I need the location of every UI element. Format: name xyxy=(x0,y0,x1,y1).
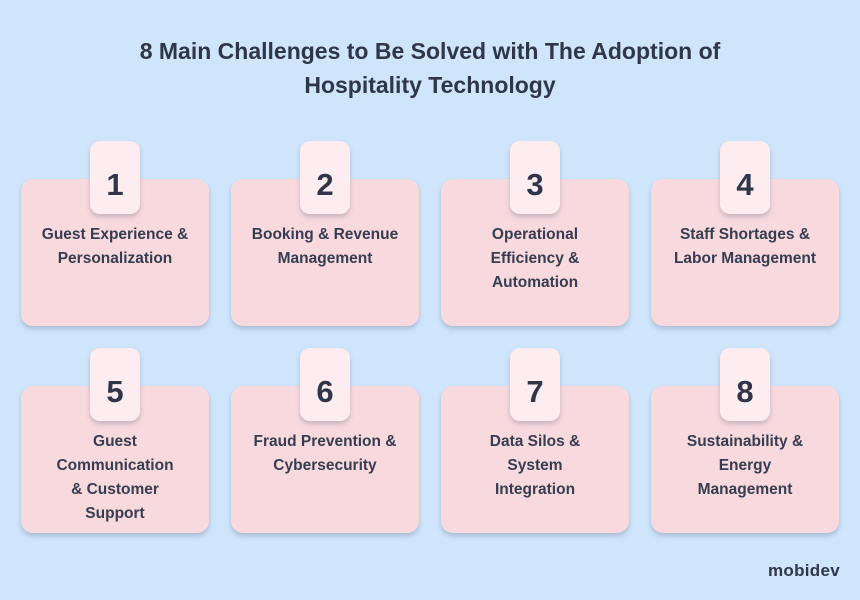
challenge-card: 7 Data Silos & System Integration xyxy=(441,348,629,533)
challenge-card: 2 Booking & Revenue Management xyxy=(231,141,419,326)
number-badge: 6 xyxy=(300,348,350,421)
title-line-1: 8 Main Challenges to Be Solved with The … xyxy=(139,38,721,64)
challenge-label: Guest Experience & Personalization xyxy=(41,226,189,267)
challenge-card: 5 Guest Communication & Customer Support xyxy=(21,348,209,533)
challenge-label: Booking & Revenue Management xyxy=(251,226,399,267)
number-badge: 5 xyxy=(90,348,140,421)
challenge-label: Sustainability & Energy Management xyxy=(686,433,804,498)
number-badge: 8 xyxy=(720,348,770,421)
number-badge: 3 xyxy=(510,141,560,214)
title-line-2: Hospitality Technology xyxy=(304,72,556,98)
challenge-card: 8 Sustainability & Energy Management xyxy=(651,348,839,533)
challenge-label: Staff Shortages & Labor Management xyxy=(673,226,817,267)
mobidev-logo: mobidev xyxy=(767,561,840,580)
number-badge: 1 xyxy=(90,141,140,214)
challenge-card: 3 Operational Efficiency & Automation xyxy=(441,141,629,326)
challenge-card: 1 Guest Experience & Personalization xyxy=(21,141,209,326)
challenge-label: Data Silos & System Integration xyxy=(489,433,581,498)
challenge-label: Operational Efficiency & Automation xyxy=(490,226,580,291)
page-title: 8 Main Challenges to Be Solved with The … xyxy=(0,34,860,102)
number-badge: 7 xyxy=(510,348,560,421)
challenge-card: 6 Fraud Prevention & Cybersecurity xyxy=(231,348,419,533)
challenge-label: Fraud Prevention & Cybersecurity xyxy=(253,433,397,474)
number-badge: 2 xyxy=(300,141,350,214)
challenge-card: 4 Staff Shortages & Labor Management xyxy=(651,141,839,326)
number-badge: 4 xyxy=(720,141,770,214)
challenge-label: Guest Communication & Customer Support xyxy=(56,433,174,522)
